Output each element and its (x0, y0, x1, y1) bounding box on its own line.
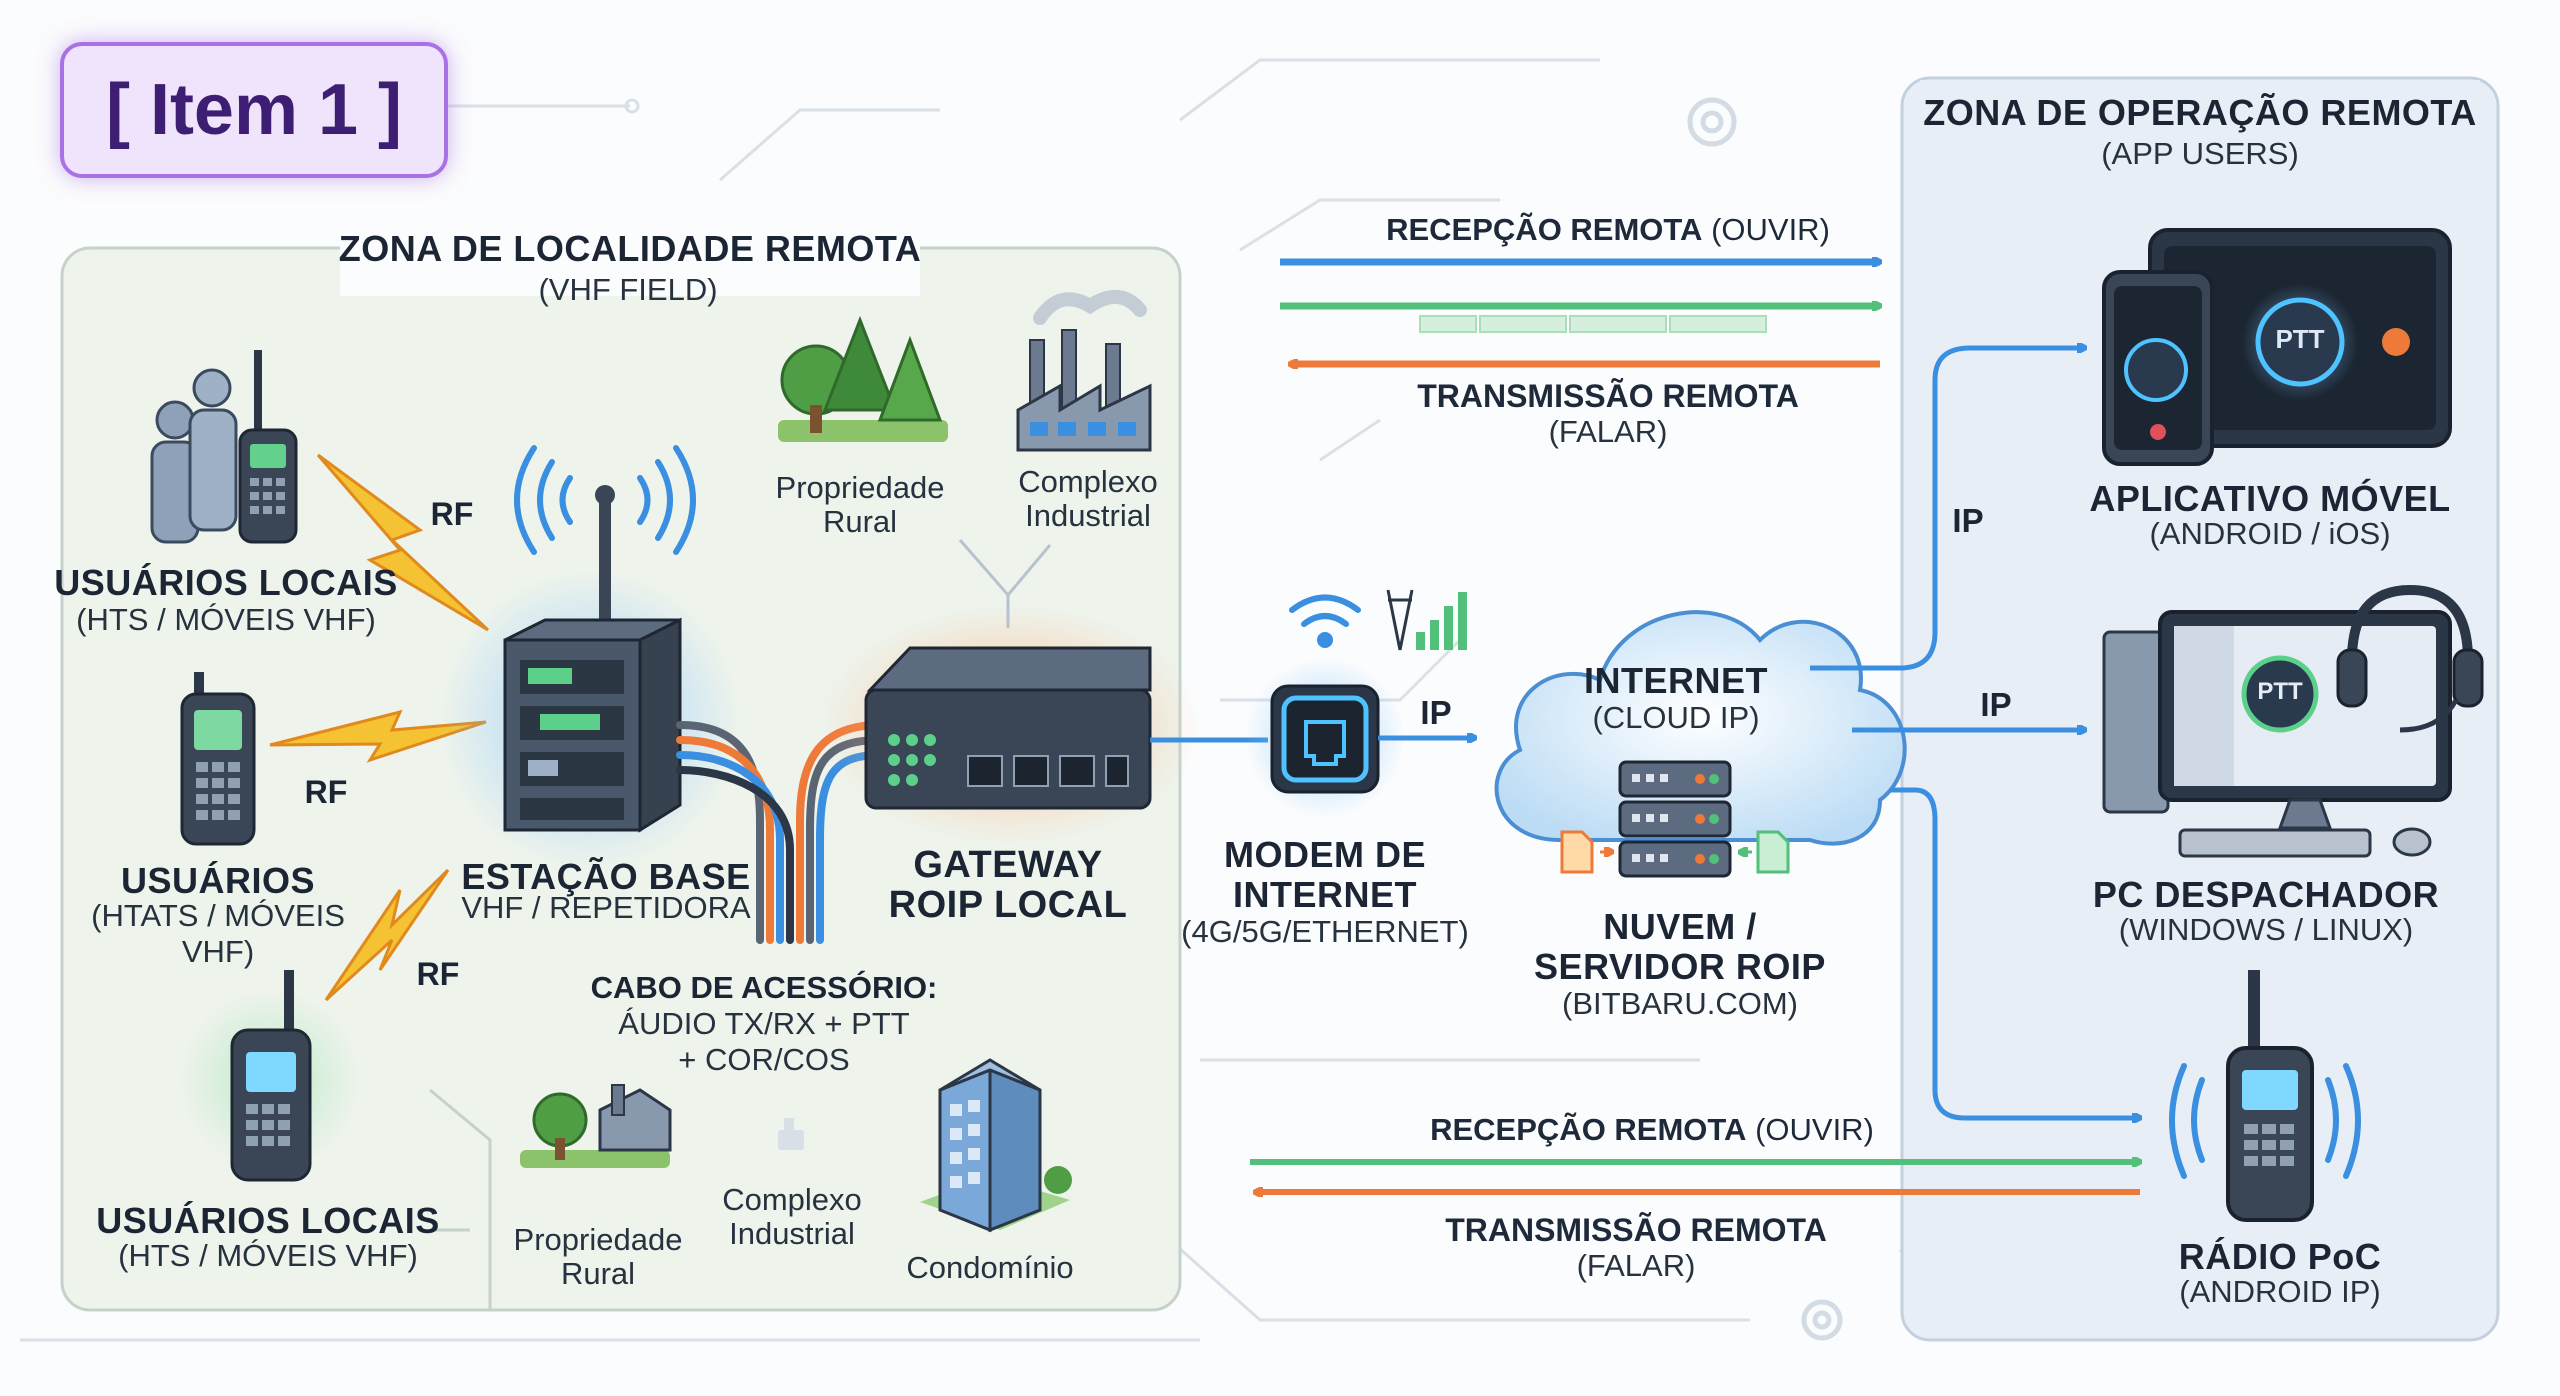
site-industrial-top-2: Industrial (1025, 498, 1151, 533)
site-industrial-bottom-2: Industrial (729, 1216, 855, 1251)
site-rural-bottom-2: Rural (560, 1256, 636, 1291)
rx-label-bottom: RECEPÇÃO REMOTA (OUVIR) (1430, 1112, 1874, 1148)
tx-label-top: TRANSMISSÃO REMOTA (1417, 378, 1799, 414)
handheld-radio-icon (238, 350, 298, 544)
cloud-subtitle: (CLOUD IP) (1592, 700, 1760, 735)
cable-line-3: + COR/COS (678, 1042, 850, 1077)
mobile-app-subtitle: (ANDROID / iOS) (2149, 516, 2391, 551)
users-top-subtitle: (HTS / MÓVEIS VHF) (76, 602, 376, 637)
site-rural-top-2: Rural (822, 504, 898, 539)
local-zone-title-bg (340, 226, 920, 296)
forest-icon (778, 315, 948, 442)
tablet-icon (2148, 228, 2452, 448)
cable-line-2: ÁUDIO TX/RX + PTT (618, 1006, 910, 1041)
site-condominium: Condomínio (906, 1250, 1074, 1285)
modem-title-1: MODEM DE (1224, 834, 1426, 875)
users-mid-subtitle-2: VHF) (181, 934, 255, 969)
users-bottom-subtitle: (HTS / MÓVEIS VHF) (118, 1238, 418, 1273)
farm-icon (520, 1084, 672, 1168)
item-badge-label: [ Item 1 ] (105, 70, 403, 150)
modem-subtitle: (4G/5G/ETHERNET) (1181, 914, 1469, 949)
site-connector (958, 539, 1052, 628)
gear-icon (1801, 1299, 1843, 1341)
zone-divider (429, 1088, 492, 1310)
base-station-title: ESTAÇÃO BASE (461, 856, 751, 897)
users-mid-subtitle-1: (HTATS / MÓVEIS (91, 898, 345, 933)
tx-label-bottom-note: (FALAR) (1576, 1248, 1696, 1283)
tablet-ptt-label[interactable]: PTT (2275, 324, 2325, 354)
site-industrial-top-1: Complexo (1018, 464, 1158, 499)
dispatcher-ptt-label[interactable]: PTT (2257, 678, 2303, 705)
rx-label-top-main: RECEPÇÃO REMOTA (1386, 212, 1703, 247)
document-icon (1740, 830, 1790, 874)
gear-icon (1687, 97, 1737, 147)
tx-label-bottom: TRANSMISSÃO REMOTA (1445, 1212, 1827, 1248)
users-top-title: USUÁRIOS LOCAIS (54, 562, 398, 603)
antenna-signal-icon (514, 445, 696, 555)
poc-radio-title: RÁDIO PoC (2178, 1236, 2382, 1277)
server-title-2: SERVIDOR ROIP (1534, 946, 1826, 987)
factory-icon (1016, 290, 1152, 452)
mobile-app-title: APLICATIVO MÓVEL (2089, 478, 2451, 519)
remote-zone-title: ZONA DE OPERAÇÃO REMOTA (1923, 92, 2477, 133)
internet-cloud-icon (1494, 610, 1907, 846)
base-station-icon (503, 485, 682, 833)
rx-label-top: RECEPÇÃO REMOTA (OUVIR) (1386, 212, 1830, 248)
ip-link-mobile (1810, 348, 2085, 671)
ip-label-mobile: IP (1952, 502, 1984, 539)
headset-icon (2336, 584, 2484, 733)
handheld-radio-icon (180, 672, 256, 846)
document-icon (1560, 830, 1612, 874)
tx-label-top-note: (FALAR) (1548, 414, 1668, 449)
site-rural-bottom-1: Propriedade (513, 1222, 683, 1257)
handheld-radio-icon (230, 970, 312, 1182)
wifi-icon (1289, 594, 1361, 648)
ip-label-dispatcher: IP (1980, 686, 2012, 723)
rf-label-bottom: RF (416, 956, 460, 992)
phone-icon (2102, 270, 2214, 466)
site-rural-top-1: Propriedade (775, 470, 945, 505)
server-title-1: NUVEM / (1603, 906, 1757, 947)
remote-zone-subtitle: (APP USERS) (2101, 136, 2299, 171)
rx-label-bottom-main: RECEPÇÃO REMOTA (1430, 1112, 1747, 1147)
server-icon (1618, 760, 1732, 878)
local-zone-title: ZONA DE LOCALIDADE REMOTA (338, 228, 922, 269)
rf-bolt-icon (324, 868, 450, 1002)
rx-label-top-note: (OUVIR) (1711, 212, 1830, 247)
cellular-signal-icon (1386, 589, 1467, 651)
users-bottom-title: USUÁRIOS LOCAIS (96, 1200, 440, 1241)
condominium-icon (920, 1058, 1072, 1233)
cable-title: CABO DE ACESSÓRIO: (590, 970, 938, 1005)
ip-label-modem: IP (1420, 694, 1452, 731)
item-badge: [ Item 1 ] (60, 42, 448, 178)
dispatcher-pc-icon (2102, 610, 2452, 858)
server-subtitle: (BITBARU.COM) (1562, 986, 1798, 1021)
factory-icon (778, 1118, 804, 1150)
dispatcher-subtitle: (WINDOWS / LINUX) (2118, 912, 2414, 947)
modem-title-2: INTERNET (1233, 874, 1417, 915)
site-industrial-bottom-1: Complexo (722, 1182, 862, 1217)
gateway-title-2: ROIP LOCAL (888, 884, 1128, 926)
people-icon (150, 368, 238, 544)
remote-zone-title-bg (1920, 80, 2480, 180)
base-station-subtitle: VHF / REPETIDORA (461, 890, 751, 925)
users-mid-title: USUÁRIOS (120, 860, 316, 901)
rf-label-top: RF (430, 496, 474, 532)
audio-stream-bar (1419, 315, 1767, 333)
poc-radio-subtitle: (ANDROID IP) (2179, 1274, 2381, 1309)
gateway-title-1: GATEWAY (913, 844, 1103, 886)
rx-label-bottom-note: (OUVIR) (1755, 1112, 1874, 1147)
local-zone-subtitle: (VHF FIELD) (538, 272, 718, 307)
ip-link-poc (1890, 787, 2140, 1118)
ethernet-port-icon (1270, 684, 1380, 794)
rf-label-mid: RF (304, 774, 348, 810)
roip-gateway-icon (864, 646, 1152, 810)
dispatcher-title: PC DESPACHADOR (2092, 874, 2440, 915)
poc-radio-icon (2169, 970, 2361, 1222)
cloud-title: INTERNET (1584, 660, 1768, 701)
